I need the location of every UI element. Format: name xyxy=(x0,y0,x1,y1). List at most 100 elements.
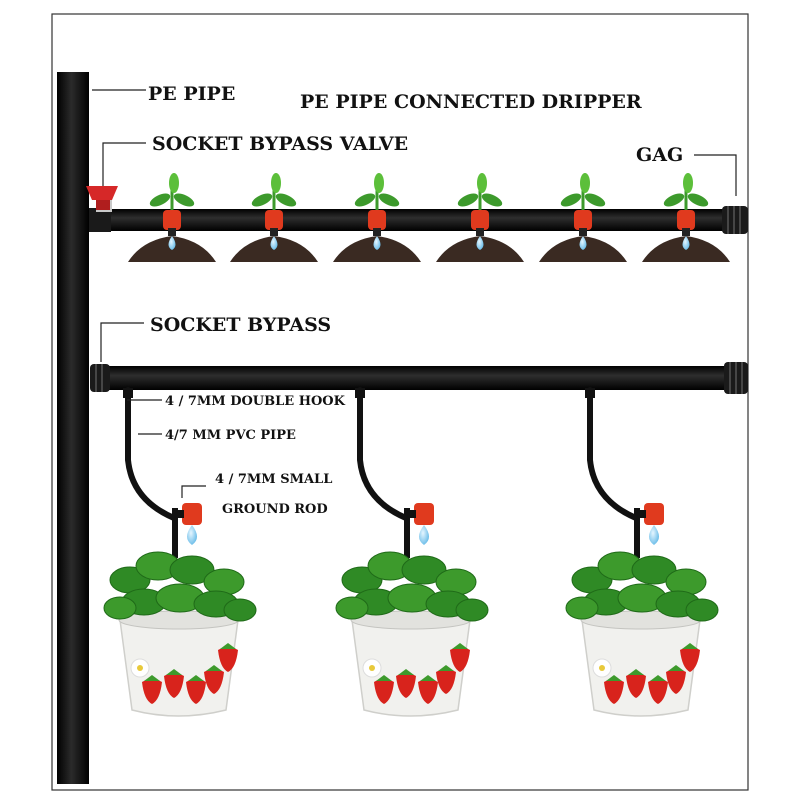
socket-bypass-valve xyxy=(86,186,118,232)
flower-center xyxy=(137,665,143,671)
ground-rod xyxy=(172,508,178,558)
dripper xyxy=(414,503,434,525)
hanging-pot-unit xyxy=(335,387,489,717)
strawberry xyxy=(626,673,646,698)
strawberry-calyx xyxy=(166,669,182,675)
water-drop xyxy=(168,236,176,250)
flower-center xyxy=(599,665,605,671)
seedling-unit xyxy=(436,173,524,262)
strawberry-calyx xyxy=(682,643,698,649)
upper-gag-plug xyxy=(722,206,748,234)
dripper xyxy=(644,503,664,525)
dripper-connector xyxy=(638,510,646,518)
strawberry-calyx xyxy=(650,675,666,681)
dripper xyxy=(182,503,202,525)
water-drop xyxy=(187,525,197,545)
dripper xyxy=(574,210,592,230)
dripper xyxy=(265,210,283,230)
diagram-frame xyxy=(51,13,749,791)
strawberry-leaf xyxy=(169,555,215,585)
seedling-unit xyxy=(128,173,216,262)
water-drop xyxy=(476,236,484,250)
upper-horizontal-pipe xyxy=(100,209,728,231)
leaf xyxy=(149,193,171,207)
strawberry-leaf xyxy=(223,598,257,622)
leaf xyxy=(687,193,709,207)
strawberry xyxy=(680,647,700,672)
strawberry xyxy=(186,679,206,704)
flower-center xyxy=(369,665,375,671)
water-drop xyxy=(649,525,659,545)
strawberry-calyx xyxy=(376,675,392,681)
strawberry-calyx xyxy=(420,675,436,681)
pvc-pipe-label: 4/7 MM PVC PIPE xyxy=(165,428,296,443)
strawberry xyxy=(142,679,162,704)
strawberry-calyx xyxy=(668,665,684,671)
pvc-pipe xyxy=(125,387,177,521)
strawberry-calyx xyxy=(398,669,414,675)
strawberry xyxy=(396,673,416,698)
dripper xyxy=(368,210,386,230)
strawberry xyxy=(604,679,624,704)
ground-rod-leader xyxy=(181,485,206,498)
double-hook xyxy=(355,388,365,398)
water-drop xyxy=(682,236,690,250)
leaf xyxy=(374,173,384,193)
pvc-pipe xyxy=(357,387,409,521)
water-drop xyxy=(373,236,381,250)
seedling-unit xyxy=(230,173,318,262)
strawberry-leaf xyxy=(455,598,489,622)
strawberry xyxy=(374,679,394,704)
ground-rod xyxy=(634,508,640,558)
leaf xyxy=(378,193,400,207)
strawberry xyxy=(648,679,668,704)
double-hook xyxy=(123,388,133,398)
dripper-nozzle xyxy=(373,228,381,236)
seedling-unit xyxy=(642,173,730,262)
leaf xyxy=(663,193,685,207)
ground-rod-label-line2: GROUND ROD xyxy=(222,502,328,517)
socket-bypass-leader xyxy=(100,322,144,362)
leaf xyxy=(169,173,179,193)
leaf xyxy=(580,173,590,193)
water-drop xyxy=(579,236,587,250)
lower-horizontal-pipe xyxy=(100,366,730,390)
dripper-nozzle xyxy=(270,228,278,236)
strawberry xyxy=(218,647,238,672)
lower-left-socket xyxy=(90,364,110,392)
pvc-pipe xyxy=(587,387,639,521)
strawberry xyxy=(666,669,686,694)
leaf xyxy=(584,193,606,207)
dripper-nozzle xyxy=(476,228,484,236)
strawberry xyxy=(164,673,184,698)
strawberry-leaf xyxy=(401,555,447,585)
strawberry-calyx xyxy=(220,643,236,649)
leaf xyxy=(251,193,273,207)
leaf xyxy=(477,173,487,193)
leaf xyxy=(683,173,693,193)
leaf xyxy=(354,193,376,207)
socket-bypass-label: SOCKET BYPASS xyxy=(150,314,331,336)
leaf xyxy=(275,193,297,207)
dripper xyxy=(471,210,489,230)
double-hook-label: 4 / 7MM DOUBLE HOOK xyxy=(165,394,346,409)
leaf xyxy=(457,193,479,207)
gag-label: GAG xyxy=(636,144,683,166)
leaf xyxy=(560,193,582,207)
socket-bypass-valve-label: SOCKET BYPASS VALVE xyxy=(152,133,408,155)
strawberry-calyx xyxy=(606,675,622,681)
dripper-nozzle xyxy=(682,228,690,236)
strawberry-leaf xyxy=(335,596,369,620)
strawberry xyxy=(204,669,224,694)
dripper xyxy=(677,210,695,230)
lower-right-gag xyxy=(724,362,748,394)
strawberry-calyx xyxy=(438,665,454,671)
bypass-valve-leader xyxy=(102,142,146,186)
seedling-unit xyxy=(539,173,627,262)
water-drop xyxy=(270,236,278,250)
strawberry-calyx xyxy=(188,675,204,681)
strawberry-leaf xyxy=(631,555,677,585)
dripper xyxy=(163,210,181,230)
strawberry-calyx xyxy=(628,669,644,675)
hanging-pot-row xyxy=(103,387,719,717)
